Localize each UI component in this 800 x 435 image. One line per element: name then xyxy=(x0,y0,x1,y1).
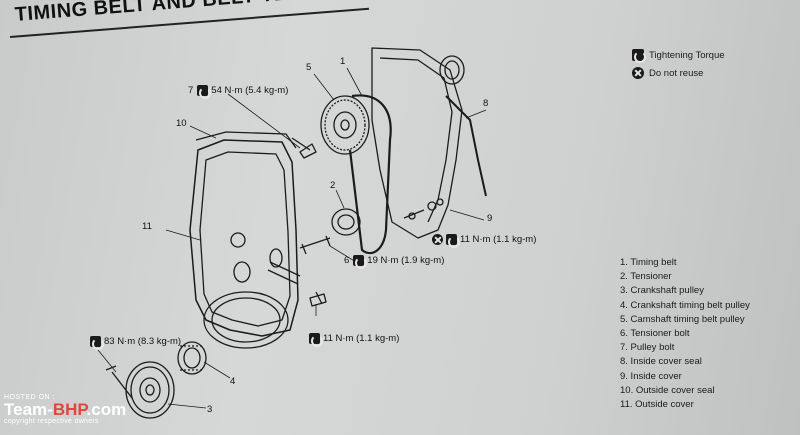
list-item: 6. Tensioner bolt xyxy=(620,327,690,339)
torque-icon xyxy=(446,234,460,248)
watermark: HOSTED ON : Team-BHP.com copyright respe… xyxy=(4,394,126,425)
torque-label-11: 11 N·m (1.1 kg-m) xyxy=(309,333,400,347)
list-item: 9. Inside cover xyxy=(620,370,682,382)
callout-4: 4 xyxy=(230,376,236,387)
do-not-reuse-icon xyxy=(632,67,644,79)
list-item: 10. Outside cover seal xyxy=(620,384,715,396)
legend-row-torque: Tightening Torque xyxy=(632,46,725,64)
callout-6: 6 xyxy=(344,255,350,266)
torque-value-3: 83 N·m (8.3 kg-m) xyxy=(104,336,182,347)
torque-value-7: 54 N·m (5.4 kg-m) xyxy=(211,85,289,96)
callout-2: 2 xyxy=(330,180,336,191)
callout-7: 7 xyxy=(188,85,194,96)
callout-5: 5 xyxy=(306,62,312,73)
list-item: 11. Outside cover xyxy=(620,398,694,410)
legend-row-no-reuse: Do not reuse xyxy=(632,64,725,82)
outside-cover-shape xyxy=(189,139,301,349)
callout-11: 11 xyxy=(142,221,152,232)
callout-3: 3 xyxy=(207,404,213,415)
list-item: 2. Tensioner xyxy=(620,271,672,283)
torque-icon xyxy=(632,49,646,63)
watermark-hosted: HOSTED ON : xyxy=(4,394,56,401)
camshaft-pulley-shape xyxy=(320,95,370,155)
torque-label-7: 7 54 N·m (5.4 kg-m) xyxy=(188,85,289,99)
symbol-legend: Tightening Torque Do not reuse xyxy=(632,46,725,82)
list-item: 4. Crankshaft timing belt pulley xyxy=(620,299,750,311)
callout-9: 9 xyxy=(487,213,493,224)
legend-label-no-reuse: Do not reuse xyxy=(649,67,704,79)
torque-label-6: 6 19 N·m (1.9 kg-m) xyxy=(344,255,445,269)
watermark-brand-b: BHP xyxy=(52,400,87,419)
torque-icon xyxy=(197,85,212,99)
list-item: 8. Inside cover seal xyxy=(620,356,702,368)
torque-icon xyxy=(309,333,323,347)
torque-value-9: 11 N·m (1.1 kg-m) xyxy=(460,234,537,245)
list-item: 3. Crankshaft pulley xyxy=(620,285,704,297)
tensioner-shape xyxy=(331,208,361,236)
watermark-copyright: copyright respective owners xyxy=(4,418,99,425)
callout-1: 1 xyxy=(340,56,346,67)
torque-value-6: 19 N·m (1.9 kg-m) xyxy=(367,255,445,266)
torque-icon xyxy=(353,255,368,269)
list-item: 5. Camshaft timing belt pulley xyxy=(620,313,745,325)
do-not-reuse-icon xyxy=(432,234,443,245)
torque-icon xyxy=(90,336,104,350)
parts-list: 1. Timing belt 2. Tensioner 3. Crankshaf… xyxy=(620,256,750,412)
timing-belt-shape xyxy=(348,94,392,255)
legend-label-torque: Tightening Torque xyxy=(649,49,725,61)
watermark-brand: Team-BHP.com xyxy=(4,401,126,418)
torque-value-11: 11 N·m (1.1 kg-m) xyxy=(323,333,400,344)
watermark-brand-a: Team- xyxy=(4,400,53,419)
watermark-brand-c: .com xyxy=(86,400,127,419)
list-item: 1. Timing belt xyxy=(620,257,677,268)
crankshaft-pulley-shape xyxy=(125,361,175,419)
list-item: 7. Pulley bolt xyxy=(620,342,675,354)
callout-10: 10 xyxy=(176,118,187,129)
crankshaft-timing-pulley-shape xyxy=(177,341,207,375)
inside-cover-seal-shape xyxy=(445,95,487,197)
torque-label-3: 83 N·m (8.3 kg-m) xyxy=(90,336,182,350)
callout-8: 8 xyxy=(483,98,489,109)
torque-label-9: 11 N·m (1.1 kg-m) xyxy=(432,234,537,248)
